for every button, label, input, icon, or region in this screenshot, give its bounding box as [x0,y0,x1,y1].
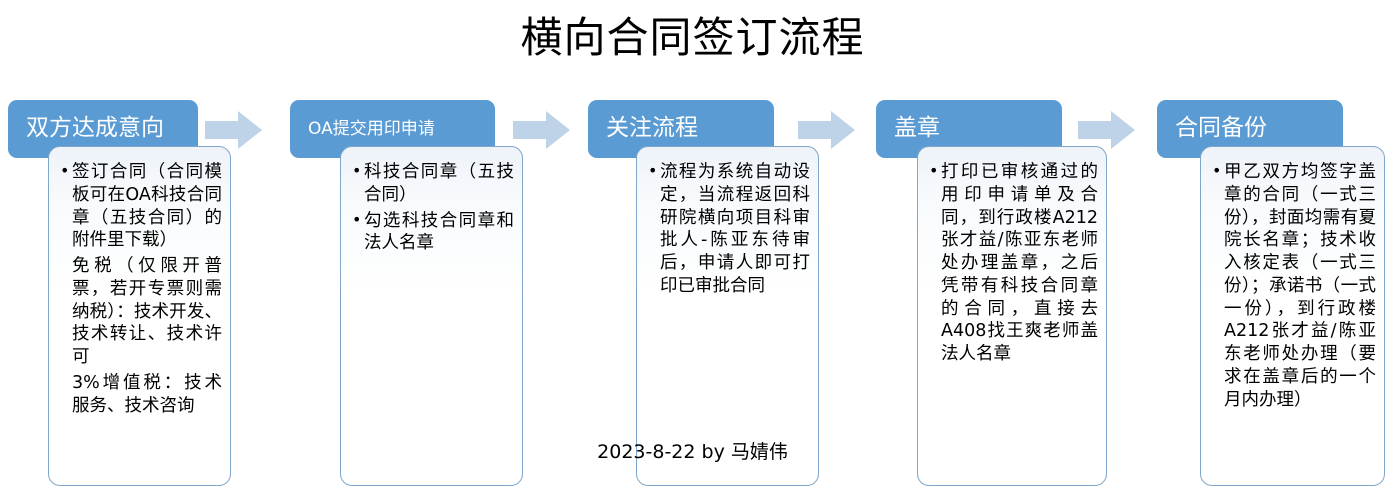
stage-5: 合同备份 甲乙双方均签字盖章的合同（一式三份），封面均需有夏院长名章；技术收入核… [1157,100,1385,492]
stage-5-header-label: 合同备份 [1175,115,1267,142]
stage-4-body: 打印已审核通过的用印申请单及合同，到行政楼A212张才益/陈亚东老师处办理盖章，… [917,146,1107,486]
footer-note: 2023-8-22 by 马婧伟 [597,441,788,463]
stage-2-list: 科技合同章（五技合同） 勾选科技合同章和法人名章 [351,160,514,256]
stage-2-body: 科技合同章（五技合同） 勾选科技合同章和法人名章 [340,146,523,486]
list-item: 科技合同章（五技合同） [351,160,514,207]
stage-2: OA提交用印申请 科技合同章（五技合同） 勾选科技合同章和法人名章 [290,100,523,492]
stage-4-header-label: 盖章 [894,115,940,142]
stage-4-list: 打印已审核通过的用印申请单及合同，到行政楼A212张才益/陈亚东老师处办理盖章，… [928,160,1098,366]
stage-1-list: 签订合同（合同模板可在OA科技合同章（五技合同）的附件里下载） 免税（仅限开普票… [59,160,222,417]
list-item: 打印已审核通过的用印申请单及合同，到行政楼A212张才益/陈亚东老师处办理盖章，… [928,160,1098,366]
process-flow-diagram: 双方达成意向 签订合同（合同模板可在OA科技合同章（五技合同）的附件里下载） 免… [0,100,1385,498]
stage-5-list: 甲乙双方均签字盖章的合同（一式三份），封面均需有夏院长名章；技术收入核定表（一式… [1211,160,1376,411]
stage-3-list: 流程为系统自动设定，当流程返回科研院横向项目科审批人-陈亚东待审后，申请人即可打… [647,160,810,298]
stage-5-body: 甲乙双方均签字盖章的合同（一式三份），封面均需有夏院长名章；技术收入核定表（一式… [1200,146,1385,486]
list-item: 甲乙双方均签字盖章的合同（一式三份），封面均需有夏院长名章；技术收入核定表（一式… [1211,160,1376,411]
list-item: 流程为系统自动设定，当流程返回科研院横向项目科审批人-陈亚东待审后，申请人即可打… [647,160,810,298]
stage-3-body: 流程为系统自动设定，当流程返回科研院横向项目科审批人-陈亚东待审后，申请人即可打… [636,146,819,486]
arrow-stage2-to-stage3 [513,110,571,150]
stage-3-header-label: 关注流程 [606,115,698,142]
arrow-stage3-to-stage4 [798,110,856,150]
list-item: 勾选科技合同章和法人名章 [351,209,514,256]
stage-1-body: 签订合同（合同模板可在OA科技合同章（五技合同）的附件里下载） 免税（仅限开普票… [48,146,231,486]
arrow-stage1-to-stage2 [205,110,263,150]
stage-3: 关注流程 流程为系统自动设定，当流程返回科研院横向项目科审批人-陈亚东待审后，申… [588,100,819,492]
page-title: 横向合同签订流程 [520,13,865,62]
stage-1-header-label: 双方达成意向 [26,115,164,142]
list-item: 3%增值税：技术服务、技术咨询 [72,372,222,416]
stage-1: 双方达成意向 签订合同（合同模板可在OA科技合同章（五技合同）的附件里下载） 免… [8,100,233,492]
stage-2-header-label: OA提交用印申请 [308,118,435,139]
arrow-stage4-to-stage5 [1078,110,1136,150]
list-item: 免税（仅限开普票，若开专票则需纳税）：技术开发、技术转让、技术许可 [72,256,222,367]
stage-4: 盖章 打印已审核通过的用印申请单及合同，到行政楼A212张才益/陈亚东老师处办理… [876,100,1107,492]
list-item: 签订合同（合同模板可在OA科技合同章（五技合同）的附件里下载） [59,160,222,252]
